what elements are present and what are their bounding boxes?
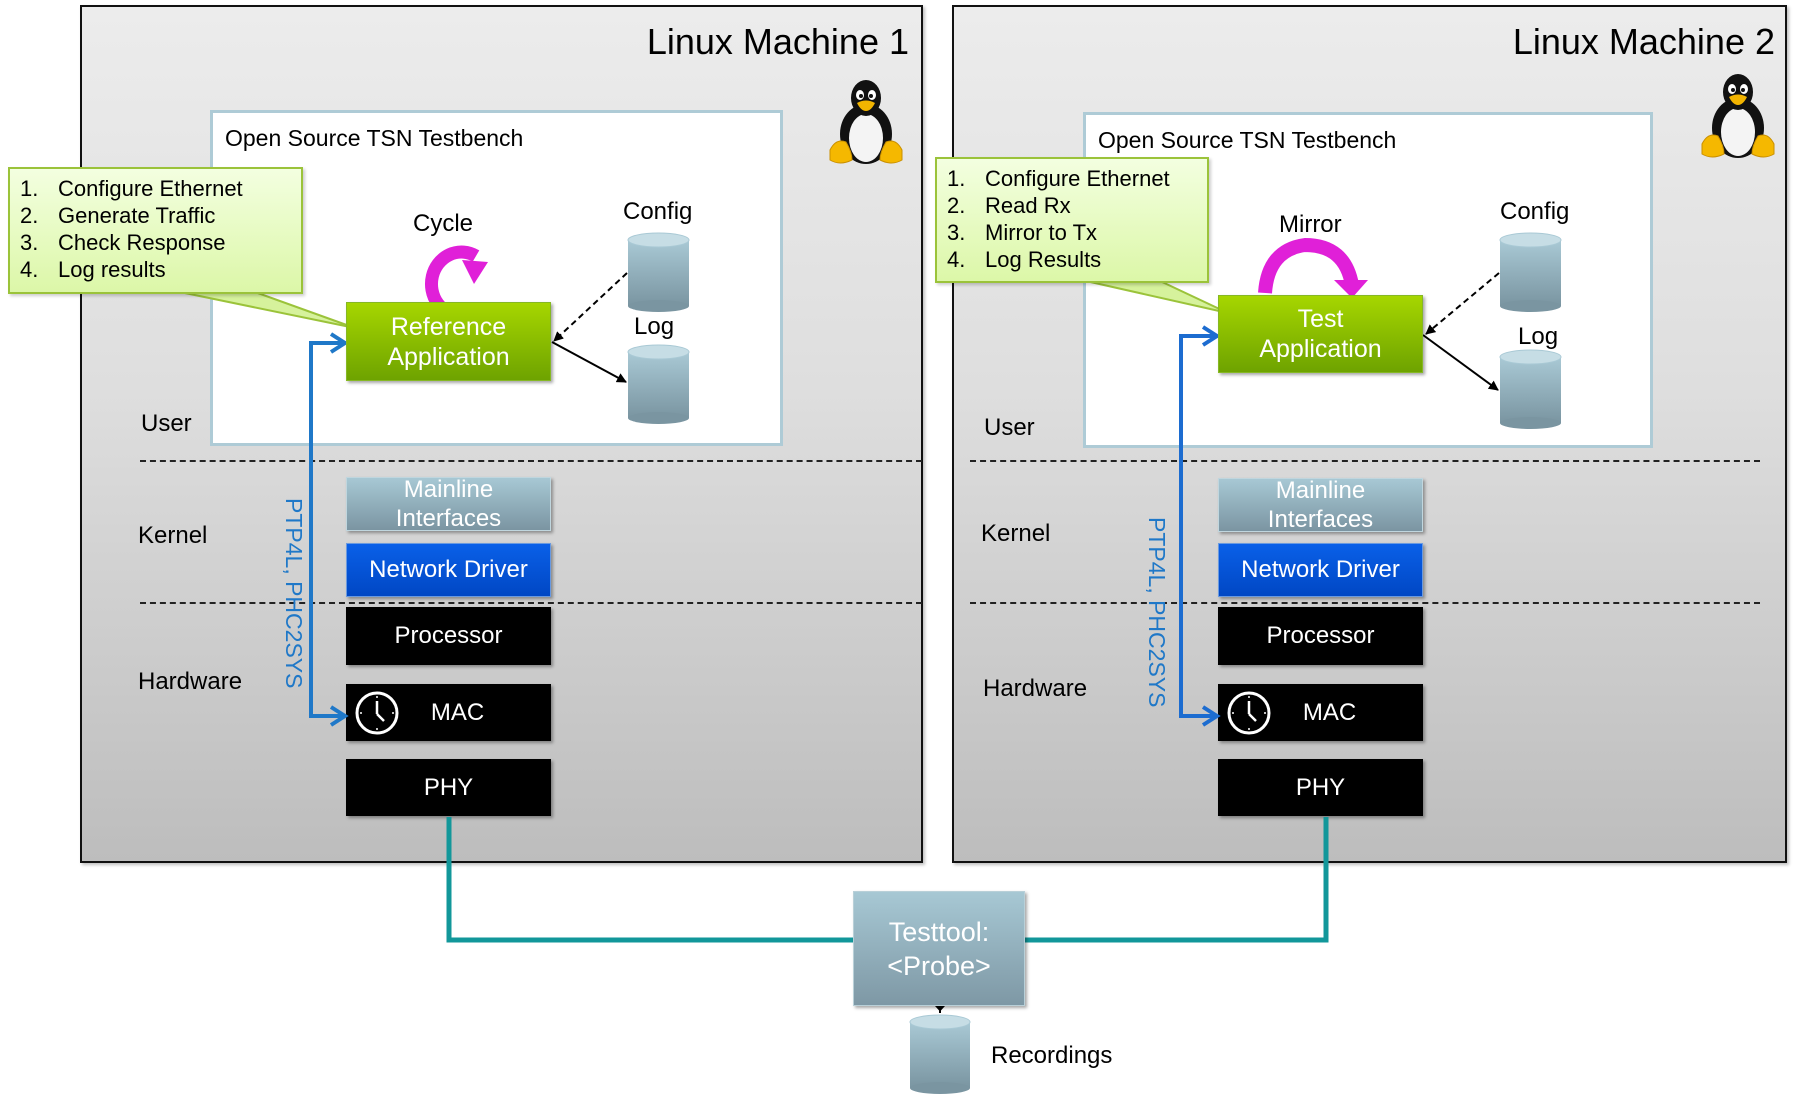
steps-callout-1: 1.Configure Ethernet 2.Generate Traffic … bbox=[8, 167, 303, 294]
mainline-line-2: Interfaces bbox=[395, 505, 502, 532]
recordings-database-icon bbox=[909, 1014, 971, 1094]
machine-title: Linux Machine 2 bbox=[1512, 21, 1775, 62]
probe-line-1: Testtool: bbox=[888, 916, 990, 947]
step-item: 4.Log results bbox=[20, 257, 166, 282]
layer-label-kernel: Kernel bbox=[138, 522, 208, 549]
recordings-label: Recordings bbox=[991, 1042, 1113, 1069]
config-label: Config bbox=[1500, 198, 1570, 225]
phy-box: PHY bbox=[1218, 759, 1423, 816]
app-line-1: Reference bbox=[390, 312, 507, 341]
user-kernel-divider bbox=[140, 460, 922, 462]
ptp-sync-label: PTP4L, PHC2SYS bbox=[1144, 517, 1170, 708]
log-label: Log bbox=[634, 313, 675, 340]
network-driver-box: Network Driver bbox=[1218, 543, 1423, 597]
probe-line-2: <Probe> bbox=[887, 950, 991, 981]
layer-label-user: User bbox=[984, 414, 1035, 441]
steps-callout-2: 1.Configure Ethernet 2.Read Rx 3.Mirror … bbox=[935, 157, 1209, 283]
clock-icon bbox=[1227, 691, 1271, 734]
step-item: 3.Check Response bbox=[20, 230, 226, 255]
log-label: Log bbox=[1518, 323, 1559, 350]
testbench-title: Open Source TSN Testbench bbox=[225, 125, 524, 151]
mainline-interfaces-box: Mainline Interfaces bbox=[1218, 477, 1423, 533]
mainline-line-2: Interfaces bbox=[1267, 506, 1374, 533]
mac-box: MAC bbox=[346, 684, 551, 741]
mac-label: MAC bbox=[1302, 698, 1357, 726]
processor-box: Processor bbox=[1218, 607, 1423, 665]
tux-penguin-icon bbox=[1701, 74, 1775, 158]
app-line-2: Application bbox=[387, 342, 510, 371]
machine-title: Linux Machine 1 bbox=[646, 21, 909, 62]
clock-icon bbox=[355, 691, 399, 734]
step-item: 2.Read Rx bbox=[947, 193, 1071, 218]
network-driver-box: Network Driver bbox=[346, 543, 551, 597]
mainline-line-1: Mainline bbox=[1275, 477, 1366, 504]
user-kernel-divider bbox=[970, 460, 1760, 462]
layer-label-hardware: Hardware bbox=[138, 668, 243, 695]
phy-box: PHY bbox=[346, 759, 551, 816]
tux-penguin-icon bbox=[829, 80, 903, 164]
reference-application-box: Reference Application bbox=[346, 302, 551, 381]
testbench-title: Open Source TSN Testbench bbox=[1098, 127, 1397, 153]
step-item: 1.Configure Ethernet bbox=[20, 176, 243, 201]
step-item: 4.Log Results bbox=[947, 247, 1102, 272]
cycle-label: Cycle bbox=[413, 210, 474, 237]
ptp-sync-label: PTP4L, PHC2SYS bbox=[281, 498, 307, 689]
kernel-hardware-divider bbox=[970, 602, 1760, 604]
layer-label-hardware: Hardware bbox=[983, 675, 1088, 702]
kernel-hardware-divider bbox=[140, 602, 922, 604]
mac-box: MAC bbox=[1218, 684, 1423, 741]
app-line-2: Application bbox=[1259, 335, 1382, 363]
step-item: 3.Mirror to Tx bbox=[947, 220, 1098, 245]
mainline-line-1: Mainline bbox=[403, 476, 494, 503]
processor-box: Processor bbox=[346, 607, 551, 665]
layer-label-user: User bbox=[141, 410, 192, 437]
layer-label-kernel: Kernel bbox=[981, 520, 1051, 547]
mac-label: MAC bbox=[430, 698, 485, 726]
test-application-box: Test Application bbox=[1218, 295, 1423, 373]
app-line-1: Test bbox=[1297, 305, 1344, 333]
mirror-label: Mirror bbox=[1279, 211, 1342, 238]
step-item: 2.Generate Traffic bbox=[20, 203, 216, 228]
step-item: 1.Configure Ethernet bbox=[947, 166, 1170, 191]
mainline-interfaces-box: Mainline Interfaces bbox=[346, 476, 551, 532]
config-label: Config bbox=[623, 198, 693, 225]
testtool-probe-box: Testtool: <Probe> bbox=[853, 891, 1025, 1006]
